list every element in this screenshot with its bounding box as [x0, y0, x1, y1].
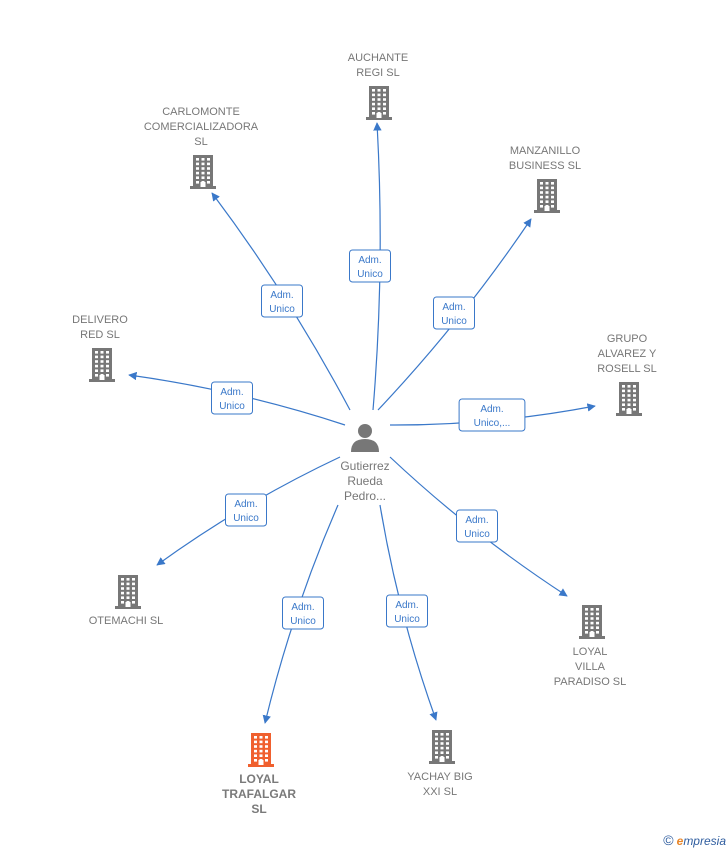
person-label: Rueda [347, 474, 383, 488]
edge-label-text: Unico [357, 269, 383, 280]
company-label: REGI SL [356, 67, 399, 79]
building-icon [429, 730, 455, 764]
company-label: SL [251, 802, 266, 816]
edge-label-yachay[interactable]: Adm. Unico [386, 594, 428, 628]
edge-label-text: Adm. [395, 600, 418, 611]
company-label: SL [194, 136, 207, 148]
company-label: PARADISO SL [554, 676, 627, 688]
edge-label-text: Unico [233, 513, 259, 524]
edge-yachay: Adm. Unico [379, 504, 438, 721]
edge-label-manzanillo[interactable]: Adm. Unico [433, 296, 475, 330]
edge-delivero: Adm. Unico [128, 371, 346, 426]
building-icon [579, 605, 605, 639]
edge-label-box [211, 381, 253, 415]
edge-label-text: Adm. [480, 404, 503, 415]
edge-trafalgar: Adm. Unico [262, 504, 339, 724]
company-label: DELIVERO [72, 314, 128, 326]
edge-label-text: Unico [290, 616, 316, 627]
company-label: LOYAL [239, 772, 279, 786]
company-label: ALVAREZ Y [598, 348, 657, 360]
edge-label-box [433, 296, 475, 330]
company-node-manzanillo[interactable]: MANZANILLO BUSINESS SL [509, 145, 581, 213]
edge-auchante: Adm. Unico [349, 122, 391, 411]
company-label: CARLOMONTE [162, 106, 240, 118]
copyright-symbol: © [663, 832, 674, 848]
edge-loyalvilla: Adm. Unico [389, 456, 568, 597]
person-label: Gutierrez [340, 459, 389, 473]
edge-label-box [386, 594, 428, 628]
edge-label-text: Adm. [291, 602, 314, 613]
edge-label-text: Adm. [220, 387, 243, 398]
company-node-grupo[interactable]: GRUPO ALVAREZ Y ROSELL SL [597, 333, 657, 416]
person-label: Pedro... [344, 489, 386, 503]
edge-label-text: Unico [464, 529, 490, 540]
building-icon [366, 86, 392, 120]
edge-label-text: Unico [441, 316, 467, 327]
company-label: MANZANILLO [510, 145, 581, 157]
edge-label-otemachi[interactable]: Adm. Unico [225, 493, 267, 527]
company-label: BUSINESS SL [509, 160, 581, 172]
edge-carlomonte: Adm. Unico [211, 192, 351, 411]
edge-label-delivero[interactable]: Adm. Unico [211, 381, 253, 415]
building-icon [89, 348, 115, 382]
edge-label-box [282, 596, 324, 630]
center-node[interactable]: GutierrezRuedaPedro... [340, 424, 390, 503]
edge-label-text: Unico,... [474, 418, 511, 429]
company-label: LOYAL [573, 646, 608, 658]
building-icon [115, 575, 141, 609]
building-icon [616, 382, 642, 416]
edge-label-text: Unico [219, 401, 245, 412]
company-node-loyalvilla[interactable]: LOYAL VILLA PARADISO SL [554, 605, 627, 688]
company-node-delivero[interactable]: DELIVERO RED SL [72, 314, 128, 382]
nodes-layer: AUCHANTE REGI SL CARLOMONTE COMERCIALIZADOR… [72, 52, 657, 816]
company-label: COMERCIALIZADORA [144, 121, 259, 133]
edge-otemachi: Adm. Unico [156, 456, 341, 566]
brand-logo-initial: e [676, 834, 684, 848]
edge-label-box [225, 493, 267, 527]
edge-manzanillo: Adm. Unico [377, 218, 532, 411]
company-node-auchante[interactable]: AUCHANTE REGI SL [348, 52, 409, 120]
company-label: VILLA [575, 661, 606, 673]
company-label: ROSELL SL [597, 363, 657, 375]
edge-label-box [456, 509, 498, 543]
edge-label-auchante[interactable]: Adm. Unico [349, 249, 391, 283]
edge-label-text: Adm. [270, 290, 293, 301]
building-icon [248, 733, 274, 767]
brand-logo-text: mpresia [683, 834, 726, 848]
company-node-yachay[interactable]: YACHAY BIG XXI SL [407, 730, 473, 798]
footer-brand: ©empresia [663, 832, 726, 848]
edge-label-box [458, 398, 526, 432]
edge-label-text: Adm. [234, 499, 257, 510]
company-label: XXI SL [423, 786, 457, 798]
edge-label-box [261, 284, 303, 318]
edge-grupo: Adm. Unico,... [389, 398, 596, 432]
company-node-carlomonte[interactable]: CARLOMONTE COMERCIALIZADORA SL [144, 106, 259, 189]
person-icon [351, 424, 379, 452]
building-icon [190, 155, 216, 189]
company-label: RED SL [80, 329, 120, 341]
edge-label-loyalvilla[interactable]: Adm. Unico [456, 509, 498, 543]
company-label: TRAFALGAR [222, 787, 296, 801]
edge-label-carlomonte[interactable]: Adm. Unico [261, 284, 303, 318]
edge-label-text: Adm. [358, 255, 381, 266]
edge-label-grupo[interactable]: Adm. Unico,... [458, 398, 526, 432]
company-label: OTEMACHI SL [89, 615, 164, 627]
company-node-otemachi[interactable]: OTEMACHI SL [89, 575, 164, 627]
edge-label-text: Unico [394, 614, 420, 625]
company-label: YACHAY BIG [407, 771, 472, 783]
company-label: GRUPO [607, 333, 648, 345]
edge-label-text: Adm. [465, 515, 488, 526]
building-icon [534, 179, 560, 213]
edge-label-box [349, 249, 391, 283]
company-label: AUCHANTE [348, 52, 409, 64]
edge-label-text: Adm. [442, 302, 465, 313]
edge-label-trafalgar[interactable]: Adm. Unico [282, 596, 324, 630]
edge-label-text: Unico [269, 304, 295, 315]
